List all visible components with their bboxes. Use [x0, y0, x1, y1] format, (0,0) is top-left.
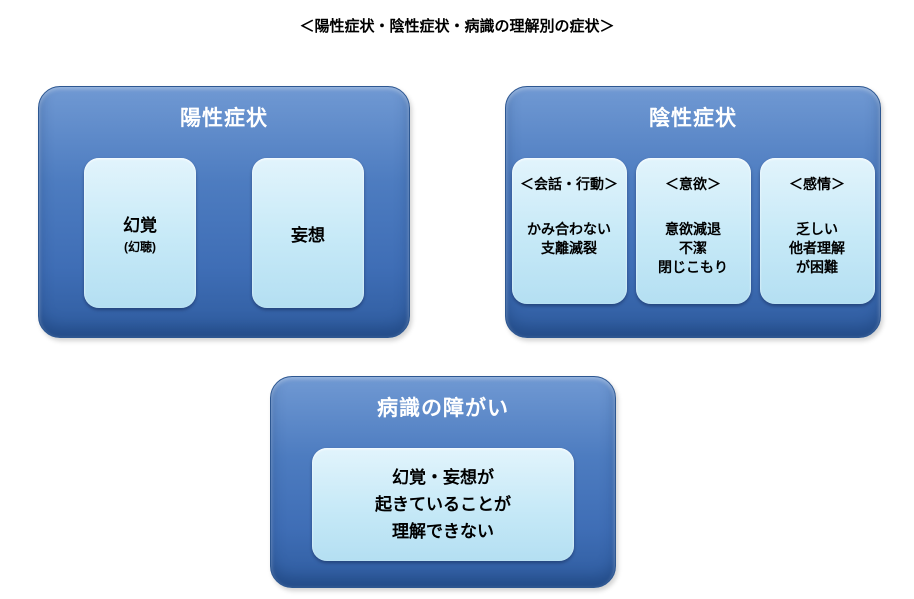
panel-negative-header: 陰性症状: [649, 107, 737, 130]
chip-motivation-heading: ＜意欲＞: [665, 176, 721, 192]
chip-motivation-lines: 意欲減退 不潔 閉じこもり: [658, 220, 728, 277]
chip-delusion-label: 妄想: [291, 225, 325, 245]
chip-line: が困難: [796, 259, 838, 275]
chip-emotion: ＜感情＞ 乏しい 他者理解 が困難: [759, 158, 875, 304]
chip-conversation-lines: かみ合わない 支離滅裂: [527, 220, 611, 258]
chip-emotion-heading: ＜感情＞: [789, 176, 845, 192]
chip-motivation: ＜意欲＞ 意欲減退 不潔 閉じこもり: [635, 158, 751, 304]
chip-delusion: 妄想: [252, 158, 364, 308]
chip-line: 起きていることが: [375, 495, 511, 514]
negative-chip-row: ＜会話・行動＞ かみ合わない 支離滅裂 ＜意欲＞ 意欲減退 不潔 閉じこもり ＜…: [506, 158, 880, 304]
panel-insight-header: 病識の障がい: [377, 397, 509, 420]
panel-insight-impairment: 病識の障がい 幻覚・妄想が 起きていることが 理解できない: [270, 376, 616, 588]
chip-conversation-heading: ＜会話・行動＞: [520, 176, 618, 192]
positive-chip-row: 幻覚 (幻聴) 妄想: [39, 158, 409, 308]
panel-positive-symptoms: 陽性症状 幻覚 (幻聴) 妄想: [38, 86, 410, 338]
chip-hallucination-sublabel: (幻聴): [124, 240, 156, 254]
chip-line: 他者理解: [789, 240, 845, 256]
diagram-title: ＜陽性症状・陰性症状・病識の理解別の症状＞: [299, 18, 615, 35]
chip-hallucination: 幻覚 (幻聴): [84, 158, 196, 308]
chip-hallucination-label: 幻覚: [123, 216, 157, 235]
panel-negative-symptoms: 陰性症状 ＜会話・行動＞ かみ合わない 支離滅裂 ＜意欲＞ 意欲減退 不潔 閉じ…: [505, 86, 881, 338]
chip-line: 理解できない: [392, 522, 494, 541]
chip-insight-description: 幻覚・妄想が 起きていることが 理解できない: [312, 448, 574, 561]
chip-line: 幻覚・妄想が: [392, 468, 494, 487]
panel-positive-header: 陽性症状: [180, 107, 268, 130]
chip-line: 閉じこもり: [658, 259, 728, 275]
insight-chip-row: 幻覚・妄想が 起きていることが 理解できない: [271, 448, 615, 561]
chip-conversation-behavior: ＜会話・行動＞ かみ合わない 支離滅裂: [511, 158, 627, 304]
chip-line: 支離滅裂: [541, 240, 597, 256]
chip-line: 乏しい: [796, 221, 838, 237]
chip-line: かみ合わない: [527, 221, 611, 237]
chip-line: 不潔: [679, 240, 707, 256]
chip-emotion-lines: 乏しい 他者理解 が困難: [789, 220, 845, 277]
chip-line: 意欲減退: [665, 221, 721, 237]
